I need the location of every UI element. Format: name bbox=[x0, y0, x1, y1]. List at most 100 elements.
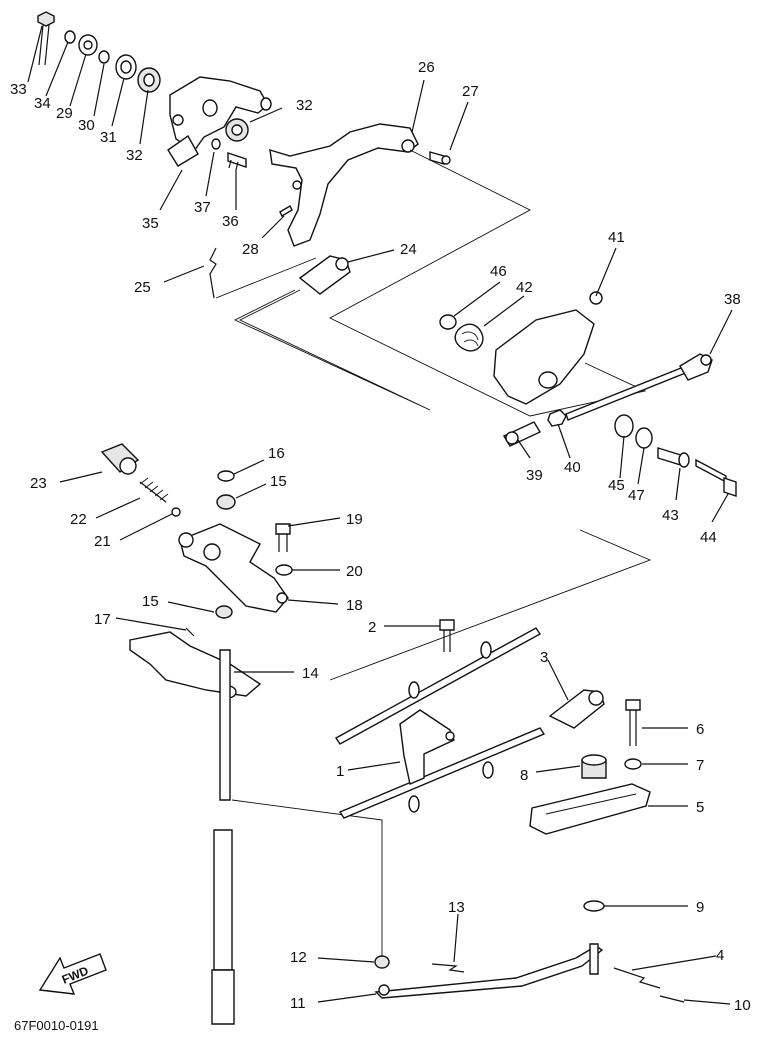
callout-40: 40 bbox=[564, 459, 581, 476]
callout-34: 34 bbox=[34, 95, 51, 112]
callout-45: 45 bbox=[608, 477, 625, 494]
part-8-collar bbox=[581, 754, 607, 779]
part-1-bracket bbox=[399, 709, 455, 785]
callout-27: 27 bbox=[462, 83, 479, 100]
part-27-pin bbox=[429, 151, 451, 165]
callout-26: 26 bbox=[418, 59, 435, 76]
callout-6: 6 bbox=[696, 721, 704, 738]
shift-rod bbox=[211, 649, 235, 1025]
callout-8: 8 bbox=[520, 767, 528, 784]
part-42-spring bbox=[454, 323, 484, 352]
part-37-washer bbox=[211, 138, 221, 150]
callout-33: 33 bbox=[10, 81, 27, 98]
callout-15a: 15 bbox=[270, 473, 287, 490]
part-36-bolt bbox=[227, 152, 247, 171]
part-25-clip bbox=[209, 247, 217, 299]
fwd-arrow-icon bbox=[38, 953, 107, 995]
diagram-code: 67F0010-0191 bbox=[14, 1018, 99, 1033]
part-4-clip bbox=[613, 967, 661, 989]
callout-9: 9 bbox=[696, 899, 704, 916]
part-24-joint bbox=[298, 255, 351, 295]
callout-46: 46 bbox=[490, 263, 507, 280]
part-29-washer bbox=[78, 34, 98, 56]
part-18-lever bbox=[178, 523, 289, 613]
part-41-cam-plate bbox=[493, 291, 603, 405]
part-10-clip bbox=[659, 995, 685, 1003]
part-9-washer bbox=[583, 900, 605, 912]
callout-38: 38 bbox=[724, 291, 741, 308]
callout-31: 31 bbox=[100, 129, 117, 146]
part-34-washer bbox=[64, 30, 76, 44]
callout-37: 37 bbox=[194, 199, 211, 216]
callout-4: 4 bbox=[716, 947, 724, 964]
callout-14: 14 bbox=[302, 665, 319, 682]
callout-20: 20 bbox=[346, 563, 363, 580]
callout-1: 1 bbox=[336, 763, 344, 780]
part-33-bolt bbox=[37, 11, 55, 66]
callout-18: 18 bbox=[346, 597, 363, 614]
part-40-nut bbox=[547, 409, 567, 427]
callout-11: 11 bbox=[290, 995, 306, 1012]
callout-12: 12 bbox=[290, 949, 307, 966]
callout-5: 5 bbox=[696, 799, 704, 816]
part-21-ball bbox=[171, 507, 181, 517]
callout-39: 39 bbox=[526, 467, 543, 484]
part-45-washer bbox=[614, 414, 634, 438]
callout-41: 41 bbox=[608, 229, 625, 246]
part-6-bolt bbox=[625, 699, 641, 746]
leader-lines bbox=[27, 25, 733, 1005]
callout-3: 3 bbox=[540, 649, 548, 666]
callout-7: 7 bbox=[696, 757, 704, 774]
callout-15b: 15 bbox=[142, 593, 159, 610]
part-16-washer bbox=[217, 470, 235, 482]
part-38-rod bbox=[565, 353, 713, 421]
callout-35: 35 bbox=[142, 215, 159, 232]
part-15-bushing-bottom bbox=[215, 605, 233, 619]
fwd-label: FWD bbox=[60, 963, 91, 986]
part-15-bushing-top bbox=[216, 494, 236, 510]
part-19-bolt bbox=[275, 523, 291, 552]
part-12-bushing bbox=[374, 955, 390, 969]
callout-13: 13 bbox=[448, 899, 465, 916]
callout-47: 47 bbox=[628, 487, 645, 504]
part-30-washer bbox=[98, 50, 110, 64]
callout-labels: 33 34 29 30 31 32 32 35 37 36 26 27 28 2… bbox=[10, 59, 751, 1014]
part-44-bolt bbox=[695, 458, 737, 497]
part-32-bushing bbox=[137, 67, 161, 93]
callout-2: 2 bbox=[368, 619, 376, 636]
part-20-washer bbox=[275, 564, 293, 576]
part-3-joint bbox=[548, 689, 605, 729]
callout-32a: 32 bbox=[296, 97, 313, 114]
part-7-washer bbox=[624, 758, 642, 770]
part-14-shift-plate bbox=[129, 631, 262, 699]
callout-28: 28 bbox=[242, 241, 259, 258]
part-35-bracket bbox=[167, 76, 272, 167]
part-47-washer bbox=[635, 427, 653, 449]
part-28-pin bbox=[279, 205, 293, 217]
callout-30: 30 bbox=[78, 117, 95, 134]
callout-44: 44 bbox=[700, 529, 717, 546]
callout-32b: 32 bbox=[126, 147, 143, 164]
callout-24: 24 bbox=[400, 241, 417, 258]
part-31-washer bbox=[115, 54, 137, 80]
part-13-clip bbox=[431, 963, 465, 973]
part-43-collar bbox=[657, 447, 690, 468]
callout-22: 22 bbox=[70, 511, 87, 528]
part-32-bushing-right bbox=[225, 118, 249, 142]
callout-17: 17 bbox=[94, 611, 111, 628]
part-5-holder bbox=[529, 783, 651, 835]
part-39-joint bbox=[503, 421, 541, 447]
callout-10: 10 bbox=[734, 997, 751, 1014]
callout-16: 16 bbox=[268, 445, 285, 462]
part-22-spring bbox=[139, 477, 169, 503]
part-46-washer bbox=[439, 314, 457, 330]
callout-23: 23 bbox=[30, 475, 47, 492]
part-4-lever bbox=[374, 943, 604, 999]
callout-21: 21 bbox=[94, 533, 111, 550]
callout-25: 25 bbox=[134, 279, 151, 296]
part-23-plug bbox=[100, 443, 140, 475]
callout-19: 19 bbox=[346, 511, 363, 528]
part-17-pin bbox=[185, 627, 195, 637]
